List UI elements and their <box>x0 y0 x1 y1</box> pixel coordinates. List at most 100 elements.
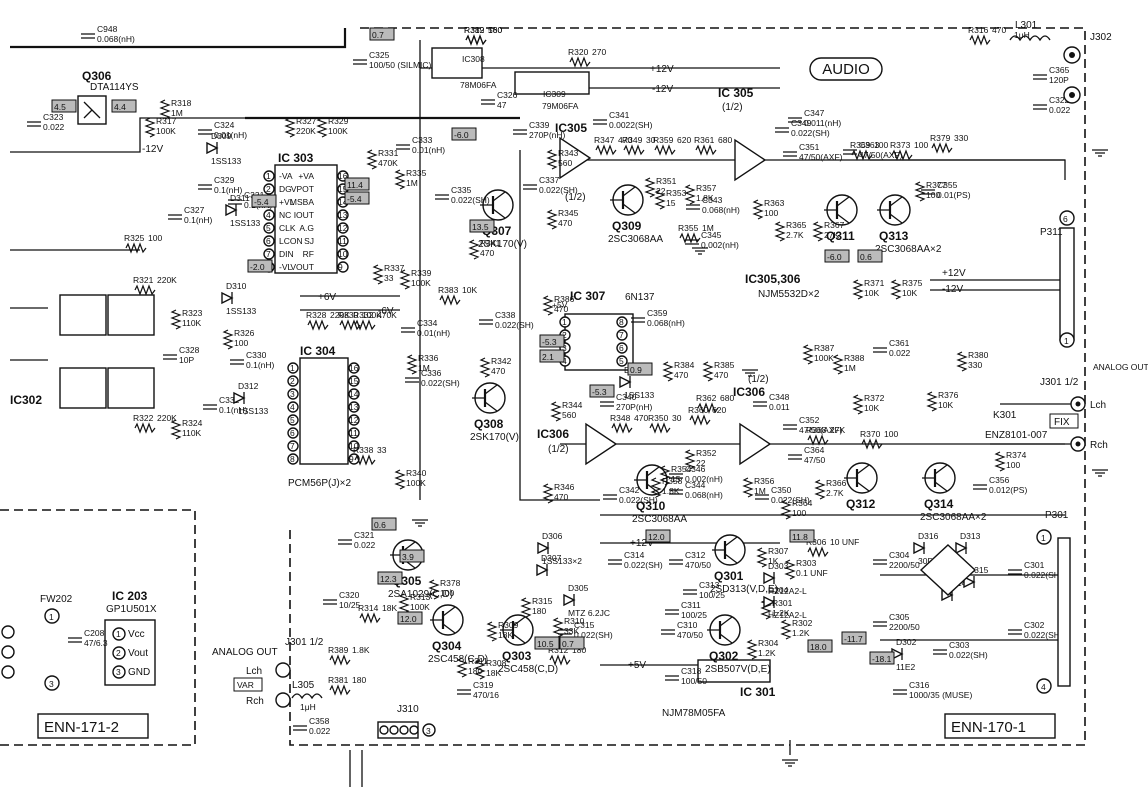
resistor-value: 100K <box>406 478 426 488</box>
svg-text:11.8: 11.8 <box>792 532 808 542</box>
resistor-value: 560 <box>558 158 572 168</box>
capacitor-value: 0.022(SH) <box>451 195 490 205</box>
resistor-value: 10K <box>902 288 917 298</box>
capacitor-ref: C356 <box>989 475 1010 485</box>
svg-text:IC 303: IC 303 <box>278 151 314 165</box>
resistor-ref: R323 <box>182 308 203 318</box>
transistor-q311: Q311 <box>824 194 858 243</box>
diode-ref: D303 <box>768 561 789 571</box>
capacitor-value: 0.01(nH) <box>417 328 450 338</box>
resistor-ref: R306 <box>806 537 827 547</box>
svg-text:1μH: 1μH <box>300 702 316 712</box>
transistor-label: Q302 <box>709 649 739 663</box>
resistor-ref: R357 <box>696 183 717 193</box>
resistor-ref: R369 <box>850 140 871 150</box>
resistor-value: 100 <box>874 140 888 150</box>
transistor-part: 2SC458(C,D) <box>498 664 558 675</box>
resistor-value: 30 <box>672 413 682 423</box>
resistor-value: 1.8K <box>696 193 714 203</box>
voltage-tag: 0.6 <box>857 249 883 263</box>
resistor-value: 560 <box>562 410 576 420</box>
resistor-ref: R312 <box>548 645 569 655</box>
resistor-ref: R314 <box>358 603 379 613</box>
resistor-value: 560 <box>488 25 502 35</box>
capacitor-value: 2200/50 <box>889 622 920 632</box>
resistor-ref: R370 <box>860 429 881 439</box>
resistor-value: 470 <box>554 492 568 502</box>
capacitor-value: 0.022 <box>309 726 331 736</box>
resistor-ref: R364 <box>792 498 813 508</box>
ic305a-opamp: IC305 (1/2) <box>555 121 592 203</box>
voltage-tag: 0.9 <box>627 362 653 376</box>
voltage-tag: 11.8 <box>789 529 815 543</box>
resistor-ref: R341 <box>480 238 501 248</box>
svg-text:-12V: -12V <box>942 284 963 295</box>
capacitor-value: 0.022(SH) <box>624 560 663 570</box>
svg-text:16: 16 <box>338 171 348 181</box>
resistor-ref: R389 <box>328 645 349 655</box>
capacitor-ref: C349 <box>791 118 812 128</box>
svg-text:13: 13 <box>338 210 348 220</box>
ground-symbols <box>412 149 1108 767</box>
svg-text:15: 15 <box>338 184 348 194</box>
capacitor-ref: C301 <box>1024 560 1045 570</box>
capacitor-value: 0.022 <box>889 348 911 358</box>
svg-text:9: 9 <box>349 454 354 464</box>
resistor-value: 470 <box>634 413 648 423</box>
svg-text:Rch: Rch <box>1090 440 1108 451</box>
svg-text:IC 301: IC 301 <box>740 685 776 699</box>
ic306a-opamp: IC306 (1/2) <box>537 422 618 466</box>
data-lines <box>10 307 48 361</box>
svg-text:J301 1/2: J301 1/2 <box>1040 377 1079 388</box>
voltage-tag: 13.5 <box>469 219 495 233</box>
svg-text:4: 4 <box>1041 682 1046 692</box>
svg-text:SJ: SJ <box>304 236 314 246</box>
capacitor-value: 0.022(SH) <box>421 378 460 388</box>
capacitor-ref: C351 <box>799 142 820 152</box>
svg-text:FW202: FW202 <box>40 594 73 605</box>
svg-text:IC306: IC306 <box>733 385 765 399</box>
capacitor-ref: C359 <box>647 308 668 318</box>
resistor-ref: R326 <box>234 328 255 338</box>
svg-text:VOUT: VOUT <box>290 262 314 272</box>
transistor-part: 2SC3068AA <box>632 514 687 525</box>
voltage-tag: -11.7 <box>841 631 867 645</box>
capacitor-ref: C363 <box>859 140 880 150</box>
p311-rails <box>930 279 1060 291</box>
resistor-value: 270 <box>592 47 606 57</box>
capacitor-ref: C311 <box>681 600 701 610</box>
resistor-ref: R381 <box>328 675 349 685</box>
resistor-ref: R351 <box>656 176 677 186</box>
resistor-ref: R362 <box>696 393 717 403</box>
capacitor-ref: C328 <box>179 345 200 355</box>
capacitor-ref: C313 <box>699 580 720 590</box>
capacitor-value: 0.022(SH) <box>1024 630 1063 640</box>
